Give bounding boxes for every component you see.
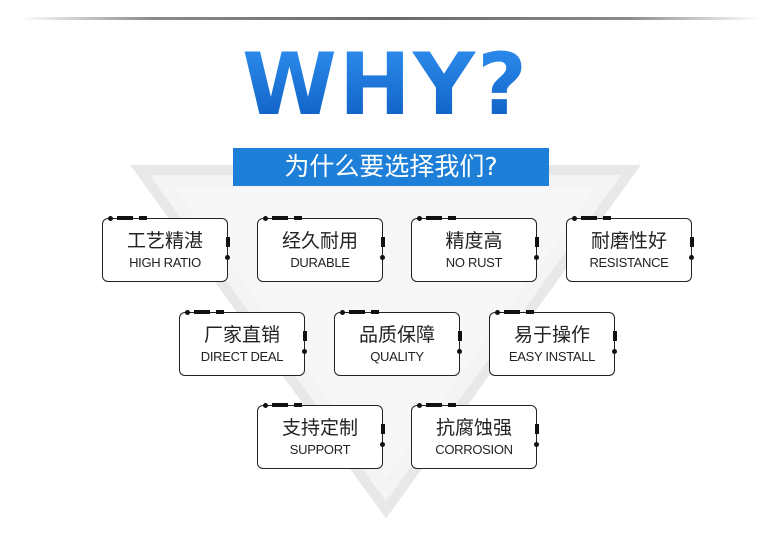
feature-subtitle: QUALITY: [370, 349, 424, 364]
feature-title: 精度高: [445, 230, 503, 252]
feature-title: 抗腐蚀强: [435, 417, 512, 439]
feature-subtitle: SUPPORT: [289, 442, 351, 457]
feature-title: 耐磨性好: [590, 230, 667, 252]
feature-card: 品质保障 QUALITY: [334, 310, 462, 376]
feature-subtitle: RESISTANCE: [589, 255, 669, 270]
feature-card: 精度高 NO RUST: [411, 216, 539, 282]
feature-title: 经久耐用: [281, 230, 358, 252]
feature-card: 厂家直销 DIRECT DEAL: [179, 310, 307, 376]
feature-title: 工艺精湛: [126, 230, 203, 252]
headline: WHY?: [0, 40, 771, 130]
feature-title: 品质保障: [358, 324, 435, 346]
feature-card: 抗腐蚀强 CORROSION: [411, 403, 539, 469]
feature-title: 支持定制: [281, 417, 358, 439]
feature-title: 易于操作: [513, 324, 590, 346]
feature-subtitle: NO RUST: [445, 255, 503, 270]
feature-card: 耐磨性好 RESISTANCE: [566, 216, 694, 282]
feature-subtitle: DURABLE: [290, 255, 350, 270]
feature-card: 工艺精湛 HIGH RATIO: [102, 216, 230, 282]
feature-subtitle: HIGH RATIO: [129, 255, 201, 270]
feature-card: 支持定制 SUPPORT: [257, 403, 385, 469]
feature-subtitle: DIRECT DEAL: [200, 349, 284, 364]
top-divider: [20, 17, 760, 20]
feature-card: 易于操作 EASY INSTALL: [489, 310, 617, 376]
feature-card: 经久耐用 DURABLE: [257, 216, 385, 282]
feature-subtitle: CORROSION: [435, 442, 513, 457]
subtitle-banner: 为什么要选择我们?: [233, 148, 549, 186]
feature-title: 厂家直销: [203, 324, 280, 346]
feature-subtitle: EASY INSTALL: [508, 349, 596, 364]
